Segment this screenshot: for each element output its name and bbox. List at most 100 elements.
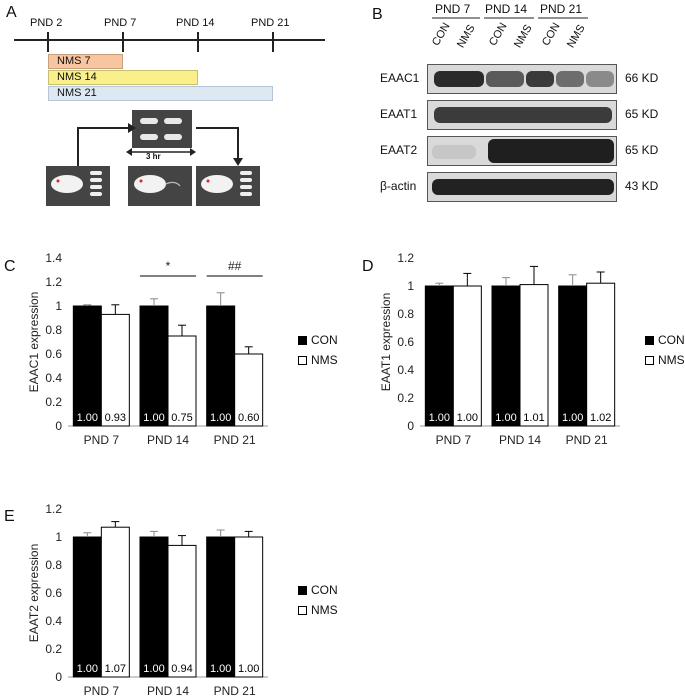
separation-procedure-illustration [46,110,260,206]
y-tick-label: 0.2 [397,391,414,405]
y-tick-label: 1.2 [45,502,62,516]
bar-con [72,536,102,678]
panel-letter-e: E [4,508,15,525]
bar-con [72,305,102,427]
bar-con [206,536,236,678]
y-tick-label: 0.6 [397,335,414,349]
y-tick-label: 1 [407,279,414,293]
wb-group-pnd21: PND 21 [540,2,583,16]
significance-marker: * [166,259,171,273]
nms14-bar: NMS 14 [48,70,198,85]
x-tick-label: PND 14 [499,433,541,447]
wb-protein-bactin: β-actin [380,179,417,193]
wb-size-eaat2: 65 KD [625,143,659,157]
bar-con [491,285,521,427]
bar-value-label: 1.00 [210,663,231,675]
bar-value-label: 1.00 [562,412,583,424]
bar-value-label: 1.07 [105,663,126,675]
x-tick-label: PND 7 [436,433,472,447]
panel-letter-d: D [362,258,374,275]
bar-value-label: 1.00 [143,412,164,424]
duration-label: 3 hr [146,152,161,161]
legend-swatch-nms [298,605,307,615]
bar-value-label: 1.00 [143,663,164,675]
y-tick-label: 1.2 [45,275,62,289]
bar-con [139,536,169,678]
bar-con [424,285,454,427]
nms21-bar: NMS 21 [48,86,273,101]
timeline-label-pnd7: PND 7 [104,17,137,29]
legend-label-con: CON [311,333,338,347]
y-tick-label: 0.4 [397,363,414,377]
y-tick-label: 0.2 [45,642,62,656]
wb-group-pnd7: PND 7 [435,2,471,16]
x-tick-label: PND 14 [147,684,189,698]
bar-value-label: 0.75 [171,412,192,424]
significance-marker: ## [228,259,242,273]
bar-value-label: 1.00 [210,412,231,424]
timeline-label-pnd14: PND 14 [176,17,215,29]
wb-blot-eaat1 [427,100,617,130]
y-tick-label: 1.4 [45,251,62,265]
x-tick-label: PND 21 [214,684,256,698]
y-tick-label: 0 [407,419,414,433]
wb-protein-eaat2: EAAT2 [380,143,418,157]
arrow-icon [77,127,128,166]
bar-nms [234,353,264,427]
bar-nms [100,313,130,427]
legend-swatch-con [298,585,307,595]
y-tick-label: 0.6 [45,347,62,361]
wb-size-eaat1: 65 KD [625,107,659,121]
wb-group-underlines [432,17,588,19]
bar-nms [234,536,264,678]
legend-swatch-nms [298,355,307,365]
bar-value-label: 1.00 [457,412,478,424]
x-tick-label: PND 21 [566,433,608,447]
y-tick-label: 0.2 [45,395,62,409]
bar-value-label: 1.00 [495,412,516,424]
bar-value-label: 1.00 [429,412,450,424]
bar-nms [519,284,549,427]
bar-con [139,305,169,427]
bar-con [558,285,588,427]
wb-blot-eaat2 [427,136,617,166]
bar-nms [167,544,197,678]
wb-blot-bactin [427,172,617,202]
legend-label-con: CON [311,583,338,597]
panel-letter-a: A [6,4,17,21]
y-tick-label: 0 [55,670,62,684]
bar-nms [586,282,616,427]
legend-label-con: CON [658,333,685,347]
wb-blot-eaac1 [427,64,617,94]
bar-value-label: 1.00 [77,663,98,675]
separation-box [132,110,192,148]
x-tick-label: PND 14 [147,433,189,447]
timeline-diagram [14,32,325,52]
y-tick-label: 0.8 [45,558,62,572]
bar-con [206,305,236,427]
y-tick-label: 0.8 [397,307,414,321]
y-axis-label: EAAC1 expression [27,292,41,393]
panel-letter-b: B [372,6,383,23]
legend-swatch-con [298,335,307,345]
panel-letter-c: C [4,258,16,275]
wb-protein-eaat1: EAAT1 [380,107,418,121]
bar-value-label: 1.01 [523,412,544,424]
wb-group-pnd14: PND 14 [485,2,528,16]
x-tick-label: PND 21 [214,433,256,447]
bar-nms [100,526,130,678]
legend-c: CON NMS [298,330,338,370]
x-tick-label: PND 7 [84,684,120,698]
legend-swatch-con [645,335,654,345]
legend-label-nms: NMS [311,353,338,367]
y-tick-label: 0 [55,419,62,433]
timeline-label-pnd21: PND 21 [251,17,290,29]
y-tick-label: 0.6 [45,586,62,600]
legend-swatch-nms [645,355,654,365]
nms7-bar: NMS 7 [48,54,123,69]
legend-label-nms: NMS [311,603,338,617]
arrow-icon [196,127,239,158]
wb-protein-eaac1: EAAC1 [380,71,420,85]
bar-value-label: 0.60 [238,412,259,424]
